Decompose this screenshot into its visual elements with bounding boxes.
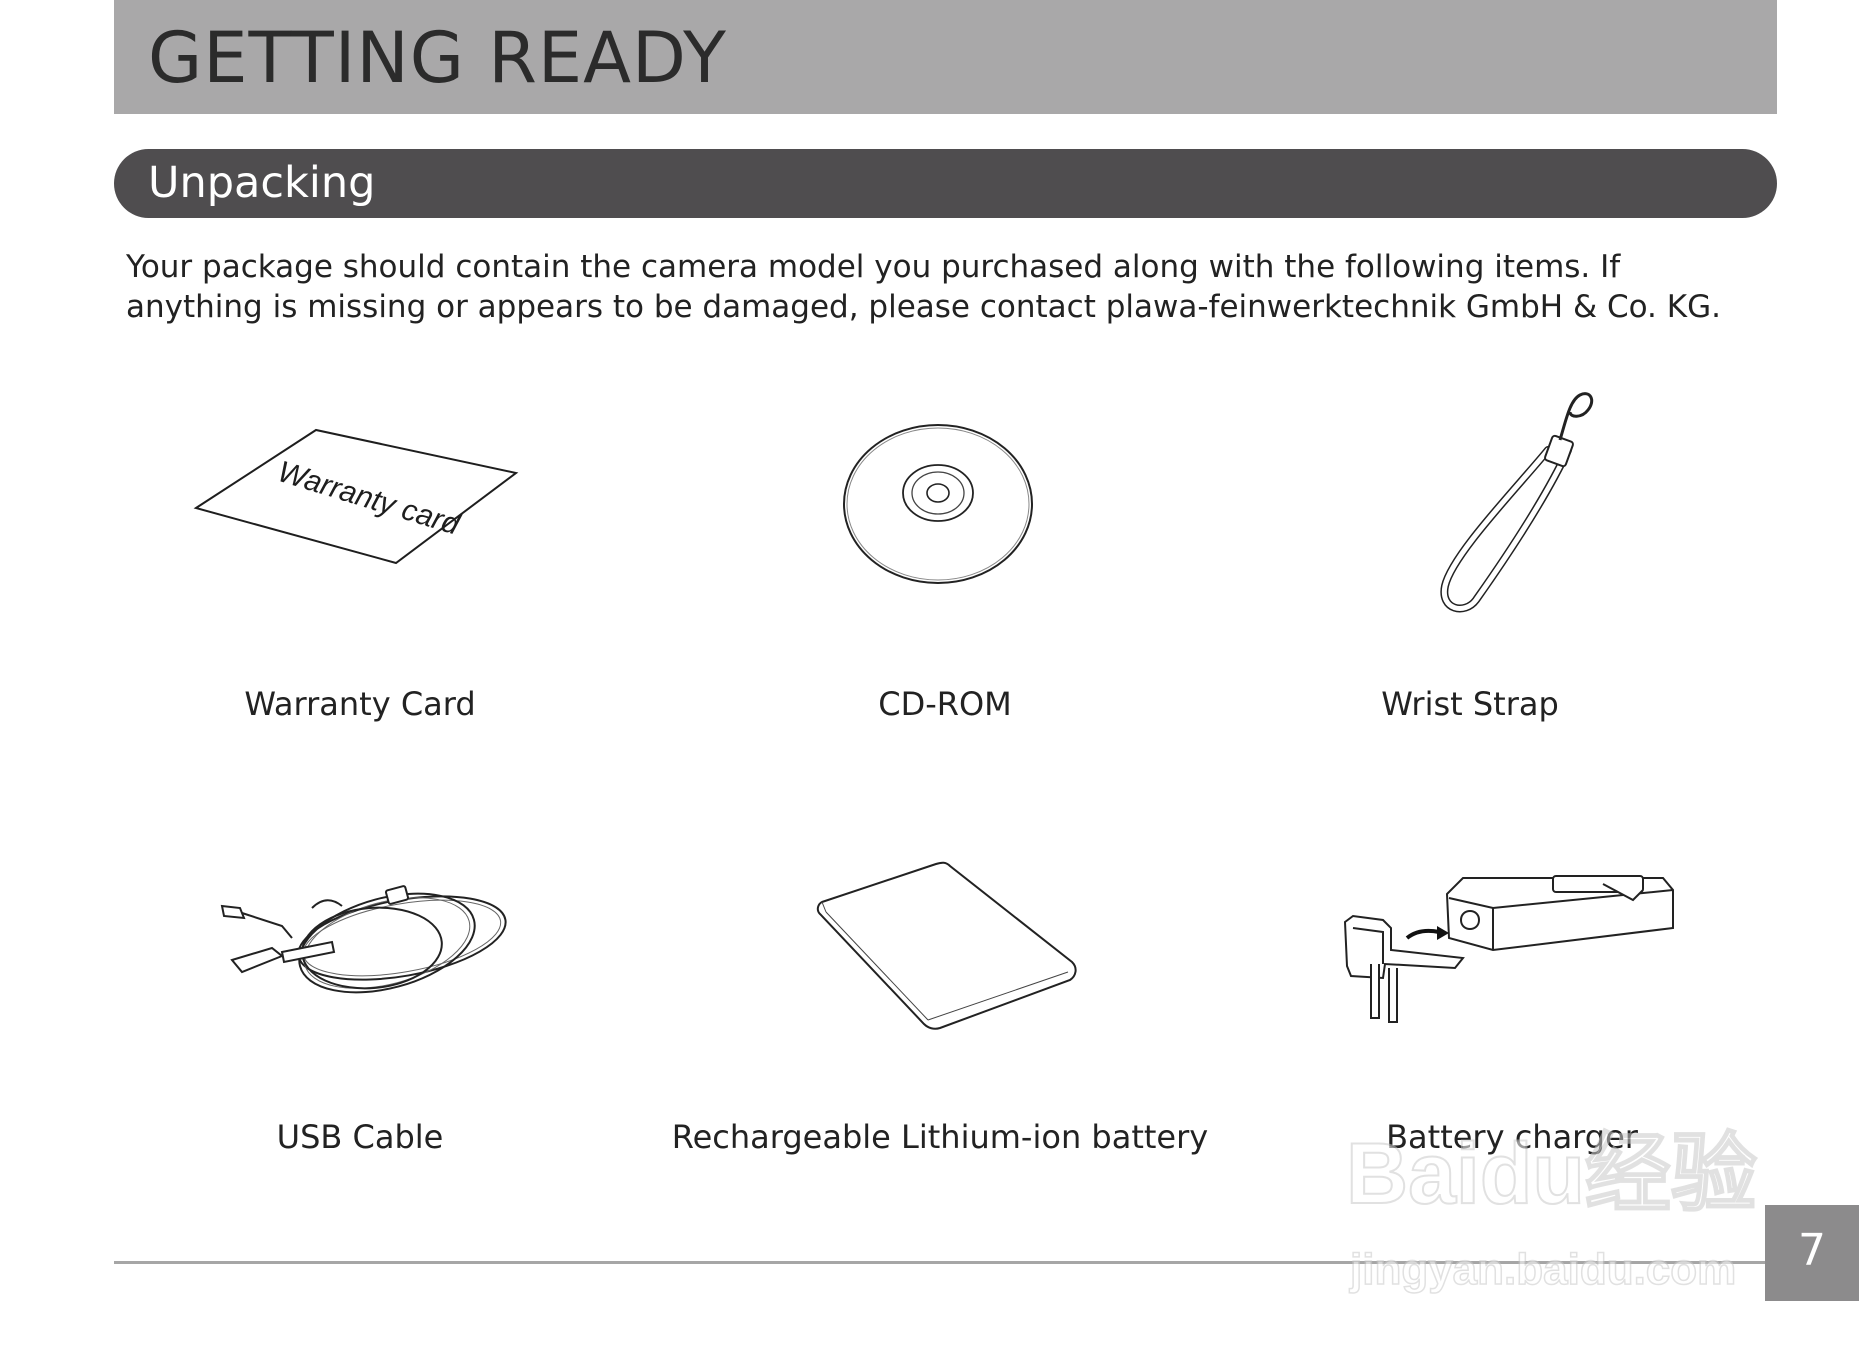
watermark-sub-text: jingyan.baidu.com bbox=[1349, 1244, 1737, 1295]
watermark-main-text: Baidu经验 bbox=[1345, 1125, 1758, 1223]
chapter-banner: GETTING READY bbox=[114, 0, 1777, 114]
caption-battery: Rechargeable Lithium-ion battery bbox=[671, 1118, 1209, 1156]
section-header: Unpacking bbox=[114, 149, 1777, 218]
section-title: Unpacking bbox=[148, 158, 376, 208]
wrist-strap-icon bbox=[1440, 392, 1594, 613]
caption-cd-rom: CD-ROM bbox=[878, 685, 1012, 723]
caption-battery-charger: Battery charger bbox=[1386, 1118, 1638, 1156]
caption-usb-cable: USB Cable bbox=[276, 1118, 444, 1156]
battery-icon bbox=[816, 861, 1077, 1030]
cd-rom-icon bbox=[843, 424, 1033, 584]
page-number-box: 7 bbox=[1765, 1205, 1859, 1301]
intro-paragraph: Your package should contain the camera m… bbox=[126, 249, 1721, 325]
usb-cable-icon bbox=[220, 885, 507, 994]
page-number: 7 bbox=[1798, 1225, 1826, 1276]
warranty-card-icon: Warranty card bbox=[193, 428, 519, 565]
caption-wrist-strap: Wrist Strap bbox=[1381, 685, 1559, 723]
battery-charger-icon bbox=[1343, 875, 1674, 1023]
baidu-watermark: Baidu经验 jingyan.baidu.com bbox=[1340, 1095, 1780, 1305]
footer-rule bbox=[114, 1261, 1765, 1264]
chapter-title: GETTING READY bbox=[148, 17, 727, 99]
caption-warranty-card: Warranty Card bbox=[244, 685, 476, 723]
